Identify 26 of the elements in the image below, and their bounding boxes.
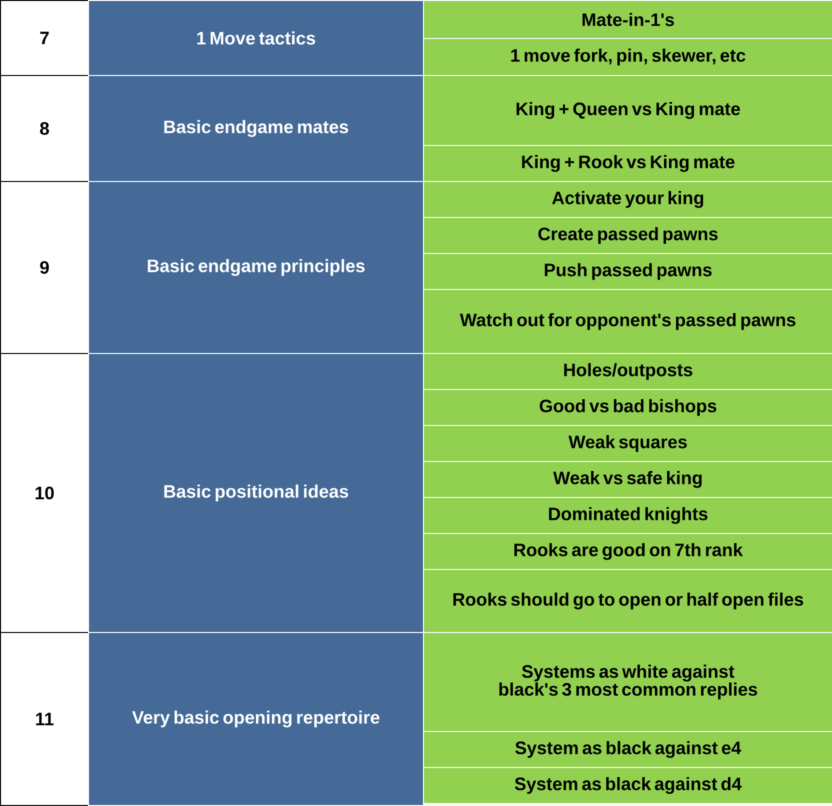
item-cell: Good vs bad bishops bbox=[423, 389, 832, 426]
item-cell: Dominated knights bbox=[423, 497, 832, 534]
item-cell: System as black against e4 bbox=[423, 731, 832, 768]
item-cell: Create passed pawns bbox=[423, 217, 832, 254]
topic-cell: Basic endgame mates bbox=[88, 75, 424, 182]
number-cell: 9 bbox=[0, 181, 89, 354]
topic-cell: Very basic opening repertoire bbox=[88, 632, 424, 806]
topic-cell: Basic positional ideas bbox=[88, 353, 424, 633]
item-cell: Mate-in-1's bbox=[423, 0, 832, 39]
topic-cell: Basic endgame principles bbox=[88, 181, 424, 354]
item-cell: Push passed pawns bbox=[423, 253, 832, 290]
item-cell: 1 move fork, pin, skewer, etc bbox=[423, 38, 832, 76]
item-cell: Rooks should go to open or half open files bbox=[423, 569, 832, 633]
item-cell: Weak squares bbox=[423, 425, 832, 462]
topic-cell: 1 Move tactics bbox=[88, 0, 424, 76]
item-cell: System as black against d4 bbox=[423, 767, 832, 804]
item-cell: Holes/outposts bbox=[423, 353, 832, 390]
number-cell: 10 bbox=[0, 353, 89, 633]
item-cell: Watch out for opponent's passed pawns bbox=[423, 289, 832, 354]
item-cell: King + Rook vs King mate bbox=[423, 145, 832, 182]
item-cell: Weak vs safe king bbox=[423, 461, 832, 498]
number-cell: 7 bbox=[0, 0, 89, 76]
number-cell: 11 bbox=[0, 632, 89, 806]
item-cell: King + Queen vs King mate bbox=[423, 75, 832, 146]
item-cell: Activate your king bbox=[423, 181, 832, 218]
item-cell: Rooks are good on 7th rank bbox=[423, 533, 832, 570]
